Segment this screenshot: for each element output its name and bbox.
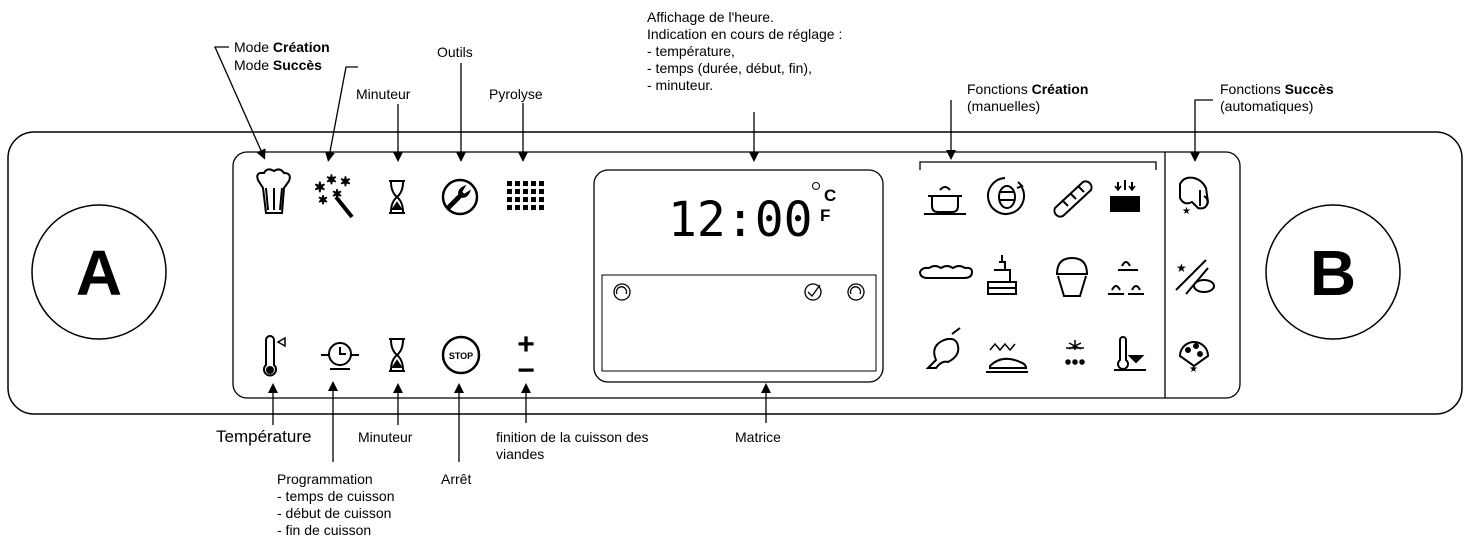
chicken-icon[interactable]: ★ [1179,176,1210,217]
label-affichage: Affichage de l'heure. Indication en cour… [647,9,843,93]
label-minuteur-bottom: Minuteur [358,429,413,445]
label-arret: Arrêt [441,471,472,487]
stop-icon[interactable]: STOP [441,335,481,375]
fish-icon[interactable] [986,342,1028,373]
label-fonctions-succes: Fonctions Succès (automatiques) [1220,81,1334,114]
matrix-check-icon [804,283,822,301]
svg-text:★: ★ [1182,206,1191,217]
cake-grill-icon[interactable] [1110,180,1140,212]
rolling-pin-icon[interactable]: ★ [1175,259,1215,295]
control-area [232,151,1241,399]
creation-bracket [919,161,1157,170]
svg-text:✶: ✶ [340,175,351,190]
grid-icon[interactable] [507,181,544,210]
knob-a[interactable]: A [31,204,167,340]
label-temperature: Température [216,427,312,446]
callout-lines [213,46,1213,462]
defrost-icon[interactable] [1065,340,1085,365]
keep-warm-icon[interactable] [1114,336,1146,371]
pot-icon[interactable] [924,186,966,215]
hourglass-bottom-icon[interactable] [389,338,405,372]
svg-text:✶: ✶ [318,193,328,207]
layer-cake-icon[interactable] [987,255,1017,295]
label-programmation: Programmation - temps de cuisson - début… [277,471,395,538]
muffin-icon[interactable] [1055,256,1089,297]
label-outils: Outils [437,44,473,60]
label-minuteur-top: Minuteur [356,86,411,102]
meringue-icon[interactable] [1108,261,1144,295]
unit-c: C [824,186,836,205]
hourglass-icon[interactable] [389,180,405,214]
time-readout: 12:00 [668,192,813,248]
svg-text:✶: ✶ [314,180,326,196]
bread-icon[interactable] [918,265,974,279]
label-matrice: Matrice [735,429,781,445]
knob-b[interactable]: B [1265,204,1401,340]
plus-minus-control[interactable]: + − [517,328,535,387]
clock-programming-icon[interactable] [321,342,359,370]
matrix-rotate-left-icon [613,283,631,301]
thermometer-icon[interactable] [263,335,286,377]
minus-button: − [517,354,535,387]
matrix-area [601,274,877,372]
svg-text:STOP: STOP [449,351,473,361]
rotisserie-icon[interactable] [987,177,1026,215]
svg-text:★: ★ [1176,261,1187,275]
pizza-icon[interactable]: ★ [1178,341,1210,375]
unit-f: F [820,206,830,225]
svg-text:✶: ✶ [326,173,337,188]
label-fonctions-creation: Fonctions Création (manuelles) [967,81,1089,114]
drumstick-icon[interactable] [925,327,961,369]
clock-display: 12:00 C F [593,169,884,383]
svg-text:B: B [1310,237,1356,309]
label-pyrolyse: Pyrolyse [489,86,543,102]
label-mode-creation: Mode Création [234,39,330,55]
svg-text:A: A [76,237,122,309]
magic-wand-icon[interactable]: ✶ ✶ ✶ ✶ ✶ [313,172,354,219]
plus-button: + [517,328,535,361]
label-mode-succes: Mode Succès [234,57,322,73]
svg-text:✶: ✶ [332,187,342,201]
label-finition: finition de la cuisson des viandes [496,429,649,462]
matrix-rotate-right-icon [847,283,865,301]
panel-outline [7,131,1463,415]
roast-icon[interactable] [1053,180,1093,218]
wrench-icon[interactable] [441,178,479,216]
chef-hat-icon[interactable] [256,168,291,214]
svg-text:★: ★ [1189,364,1198,375]
